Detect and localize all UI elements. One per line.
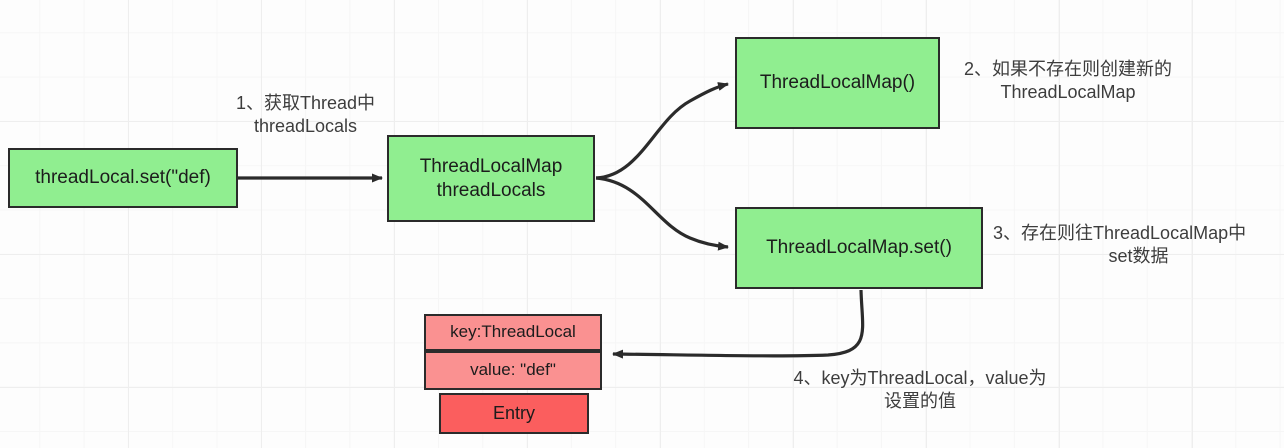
annotation-step-3-line-2: set数据 (1108, 246, 1169, 267)
node-threadlocalmap-constructor: ThreadLocalMap() (735, 37, 940, 129)
edge-map-set-to-entry (612, 289, 865, 359)
annotation-step-2: 2、如果不存在则创建新的 ThreadLocalMap (963, 59, 1172, 103)
annotation-step-4: 4、key为ThreadLocal，value为 设置的值 (793, 368, 1047, 412)
annotation-step-1: 1、获取Thread中 threadLocals (235, 93, 376, 137)
edge-map-field-to-ctor (595, 82, 729, 180)
node-threadlocalmap-set: ThreadLocalMap.set() (735, 207, 983, 289)
annotation-step-3: 3、存在则往ThreadLocalMap中 set数据 (993, 222, 1284, 269)
annotation-step-3-line-1: 3、存在则往ThreadLocalMap中 (993, 223, 1247, 243)
node-entry-value: value: "def" (424, 351, 602, 390)
node-threadlocalmap-threadlocals: ThreadLocalMap threadLocals (387, 135, 595, 222)
node-threadlocal-set: threadLocal.set("def) (8, 148, 238, 208)
node-entry-key: key:ThreadLocal (424, 314, 602, 351)
edge-map-field-to-set (595, 176, 729, 251)
node-entry-label: Entry (439, 393, 589, 434)
